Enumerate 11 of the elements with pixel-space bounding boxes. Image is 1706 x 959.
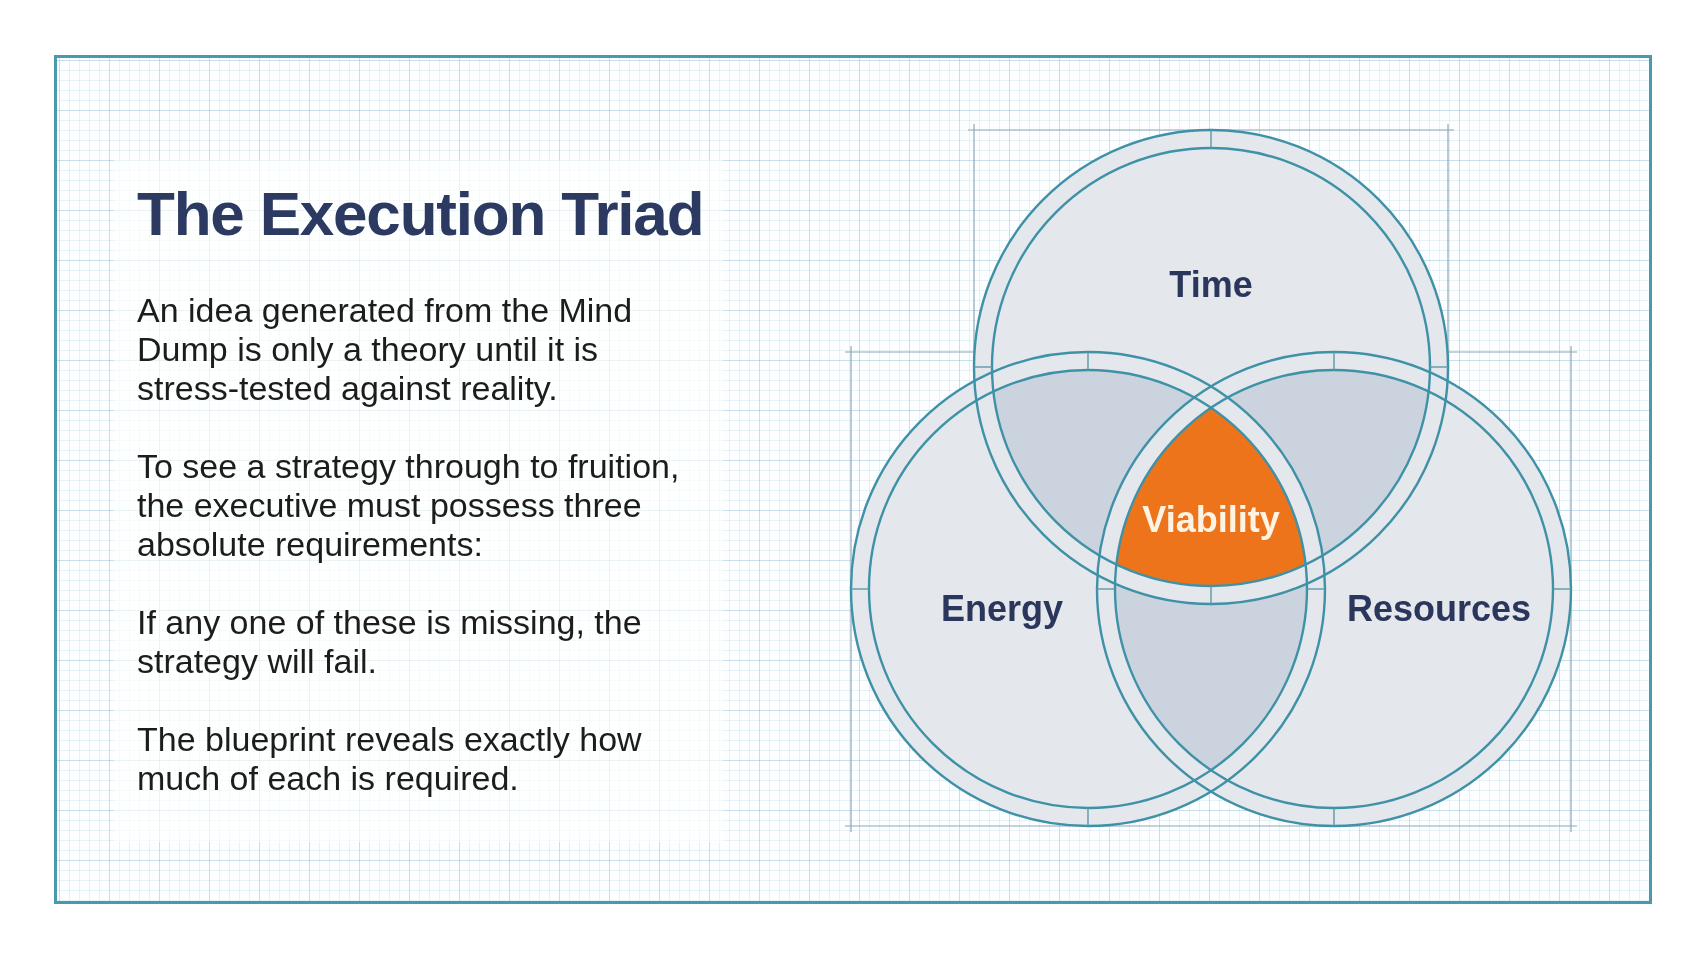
venn-label: Viability (1142, 499, 1280, 541)
venn-label: Energy (941, 588, 1063, 630)
venn-circle (1094, 349, 1574, 829)
venn-label: Resources (1346, 588, 1532, 630)
venn-label: Time (1169, 264, 1253, 306)
paragraph: To see a strategy through to fruition, the executive must possess three absolute requirements: (137, 447, 681, 564)
paragraph: If any one of these is missing, the strategy will fail. (137, 603, 643, 681)
intersection-region (1116, 407, 1306, 586)
paragraph: The blueprint reveals exactly how much of each is required. (137, 720, 643, 798)
paragraph: An idea generated from the Mind Dump is only a theory until it is stress-tested against reality. (137, 291, 634, 408)
title: The Execution Triad (137, 183, 704, 245)
